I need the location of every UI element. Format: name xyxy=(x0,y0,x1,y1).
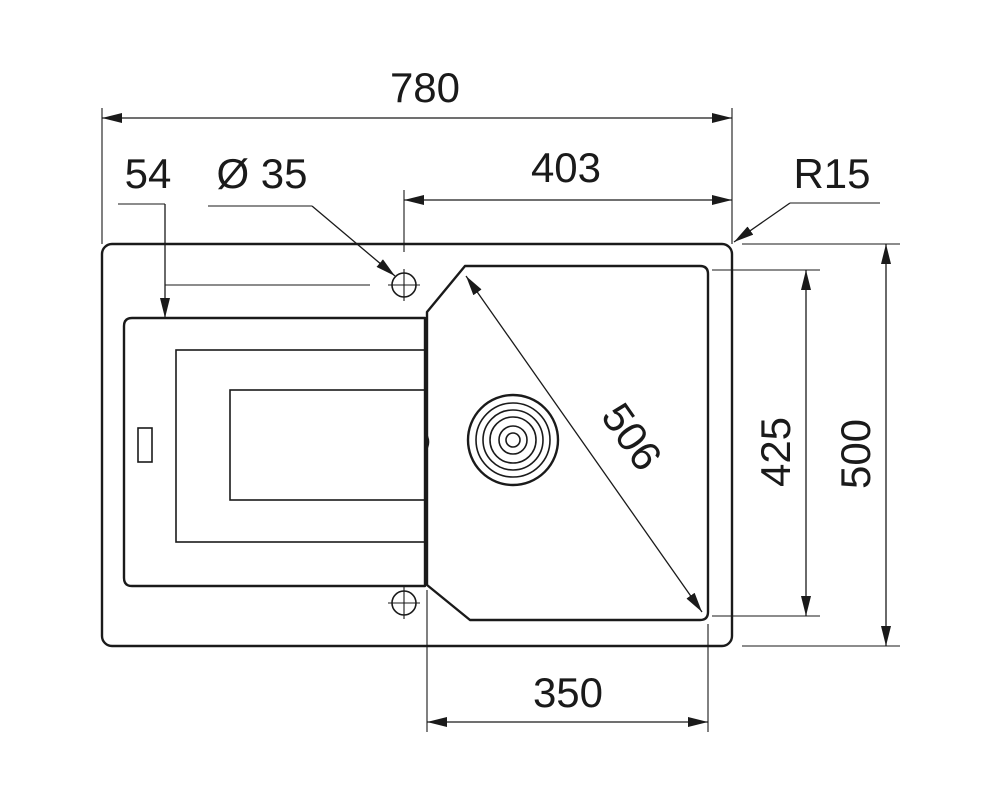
tap-hole-icon xyxy=(388,269,420,301)
drainboard-outline xyxy=(122,316,427,588)
drainboard-inner-step xyxy=(175,349,426,543)
drain-strainer-icon xyxy=(466,393,560,487)
bowl-inner-width-label: 350 xyxy=(533,669,603,716)
dimension-bowl-depth: 425 xyxy=(712,269,820,617)
dimension-overall-depth: 500 xyxy=(742,243,900,647)
drainboard-offset-label: 54 xyxy=(125,150,172,197)
drainboard xyxy=(122,316,430,588)
drainboard-center-panel xyxy=(229,389,426,501)
tap-hole-alt-icon xyxy=(388,587,420,619)
overall-depth-label: 500 xyxy=(832,419,879,489)
dimension-bowl-diagonal: 506 xyxy=(465,275,703,613)
overall-width-label: 780 xyxy=(390,64,460,111)
bowl-diagonal-label: 506 xyxy=(593,395,672,479)
sink-outline xyxy=(100,242,734,648)
dimension-corner-radius: R15 xyxy=(733,150,880,243)
dimension-bowl-width: 403 xyxy=(403,144,732,252)
corner-radius-label: R15 xyxy=(793,150,870,197)
dimension-overall-width: 780 xyxy=(101,64,733,244)
bowl-depth-label: 425 xyxy=(752,417,799,487)
bowl-width-label: 403 xyxy=(531,144,601,191)
dimension-drainboard-offset: 54 xyxy=(118,150,370,318)
dimension-tap-hole-diameter: Ø 35 xyxy=(208,150,396,277)
tap-hole-diameter-label: Ø 35 xyxy=(216,150,307,197)
dimension-bowl-inner-width: 350 xyxy=(426,590,709,732)
drainboard-slot xyxy=(137,427,153,463)
bowl-outline xyxy=(425,264,710,622)
